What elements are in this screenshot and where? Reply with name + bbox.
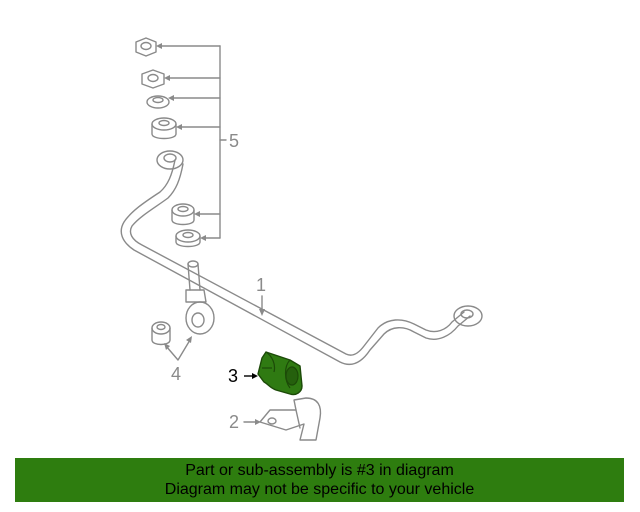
- diagram-notice-banner: Part or sub-assembly is #3 in diagram Di…: [15, 458, 624, 502]
- bushing-part-3[interactable]: [257, 351, 303, 396]
- callout-4-leader: [165, 339, 191, 361]
- stabilizer-bar: [120, 150, 483, 366]
- callout-4: 4: [171, 364, 182, 384]
- callout-3[interactable]: 3: [228, 366, 239, 386]
- hardware-stack: [135, 37, 201, 248]
- callout-3-leader: [244, 373, 258, 379]
- parts-diagram: [120, 37, 483, 441]
- banner-line-part: Part or sub-assembly is #3 in diagram: [185, 462, 454, 479]
- stabilizer-link: [151, 260, 215, 346]
- callout-5: 5: [229, 131, 240, 151]
- callout-2: 2: [229, 412, 240, 432]
- banner-line-disclaimer: Diagram may not be specific to your vehi…: [164, 481, 475, 498]
- callout-5-leaders: [159, 45, 227, 239]
- callout-1: 1: [256, 275, 267, 295]
- leader-arrowheads: [156, 43, 265, 425]
- bracket: [259, 397, 322, 441]
